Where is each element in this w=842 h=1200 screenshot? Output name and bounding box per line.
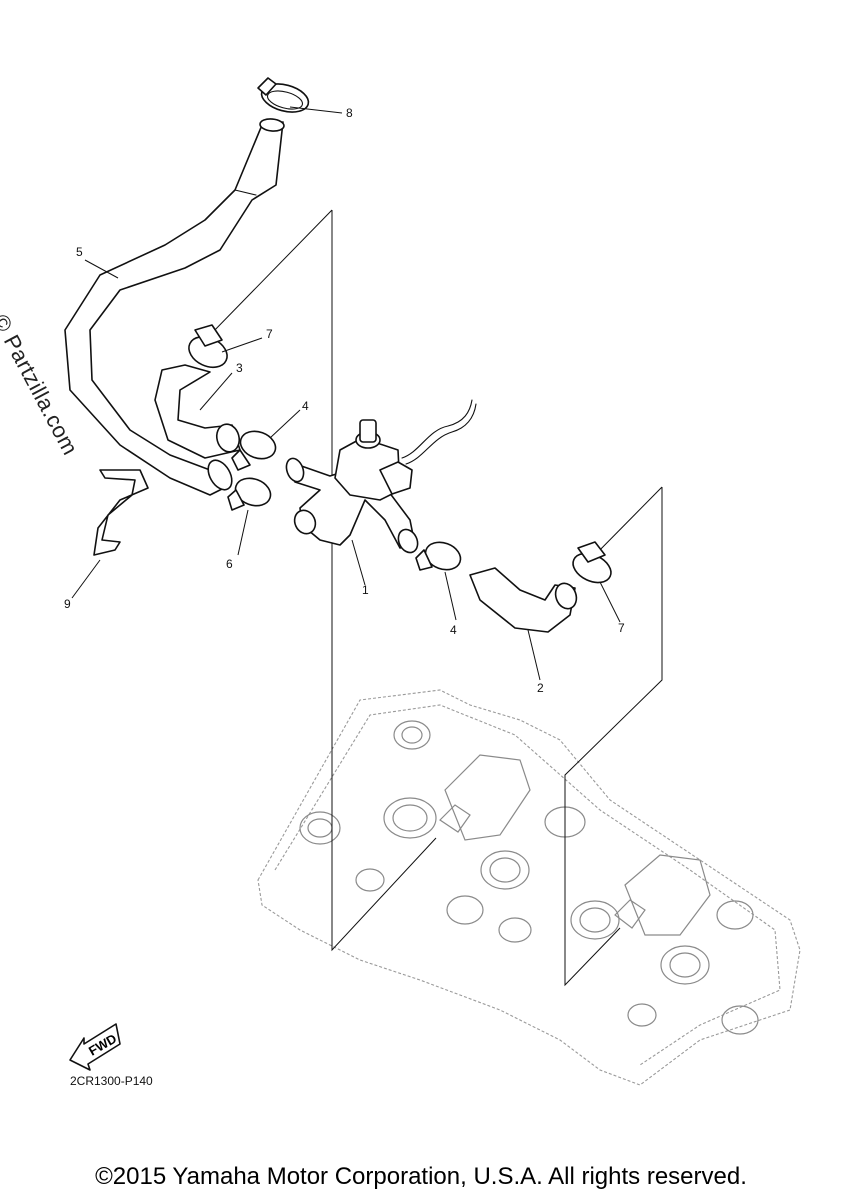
callout-7-right: 7	[618, 621, 625, 635]
callout-leaders	[71, 106, 621, 681]
callout-numbers: 8 5 7 3 4 6 9 1 4 2 7	[64, 106, 625, 695]
callout-5: 5	[76, 245, 83, 259]
hose-clamp-upper[interactable]	[231, 427, 279, 471]
band-clamp[interactable]	[93, 469, 149, 556]
copyright-notice: ©2015 Yamaha Motor Corporation, U.S.A. A…	[95, 1163, 747, 1190]
hose-clamp-lower[interactable]	[227, 474, 274, 511]
hose-clamp-left[interactable]	[184, 324, 232, 373]
hose-clamp-top[interactable]	[257, 77, 312, 117]
callout-7-left: 7	[266, 327, 273, 341]
hose-clamp-right[interactable]	[415, 538, 464, 575]
callout-9: 9	[64, 597, 71, 611]
assembly-guide-lines	[209, 209, 663, 987]
callout-4-upper: 4	[302, 399, 309, 413]
air-hose-right[interactable]	[469, 567, 580, 633]
air-hose-left[interactable]	[154, 364, 242, 459]
callout-3: 3	[236, 361, 243, 375]
cylinder-head-cover-outline	[257, 689, 801, 1086]
callout-8: 8	[346, 106, 353, 120]
air-hose-long[interactable]	[64, 118, 285, 496]
diagram-code: 2CR1300-P140	[70, 1074, 153, 1088]
callout-1: 1	[362, 583, 369, 597]
callout-6: 6	[226, 557, 233, 571]
callout-2: 2	[537, 681, 544, 695]
hose-clamp-far-right[interactable]	[568, 541, 615, 588]
forward-direction-arrow: FWD	[69, 1023, 121, 1071]
callout-4-lower: 4	[450, 623, 457, 637]
air-cut-valve[interactable]	[283, 399, 477, 556]
